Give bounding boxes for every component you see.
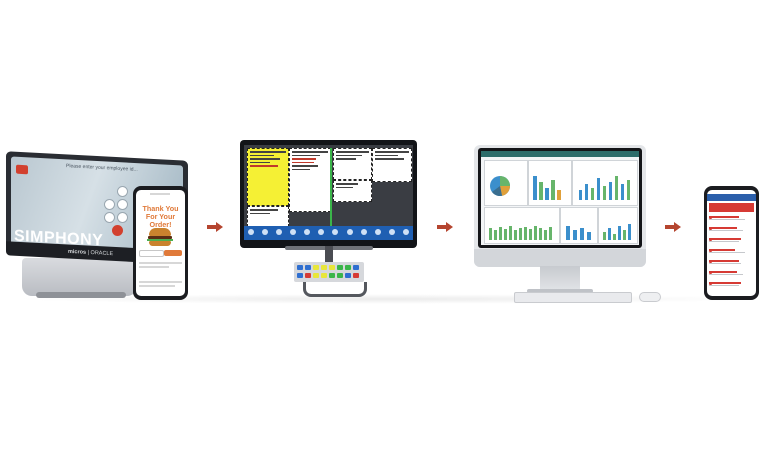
arrow-right-icon (665, 222, 681, 232)
bump-bar-stand (303, 282, 367, 297)
phone-status-bar (150, 193, 170, 195)
keypad-button[interactable] (104, 212, 115, 223)
order-ticket[interactable] (247, 206, 289, 227)
kds-toolbar-buttons (248, 229, 409, 237)
bump-key[interactable] (345, 273, 351, 278)
phone-text-input[interactable] (139, 250, 164, 257)
kds-toolbar (244, 226, 413, 240)
bump-key[interactable] (297, 265, 303, 270)
pie-chart-icon (490, 176, 510, 197)
floor-shadow (10, 294, 760, 304)
alert-row[interactable] (709, 215, 754, 224)
toolbar-button[interactable] (332, 229, 339, 235)
bump-key[interactable] (313, 273, 319, 278)
bump-key[interactable] (337, 265, 343, 270)
toolbar-button[interactable] (360, 229, 367, 235)
toolbar-button[interactable] (290, 229, 297, 235)
alert-row[interactable] (709, 237, 754, 246)
bump-key[interactable] (305, 273, 311, 278)
keypad-clear-button[interactable] (112, 225, 123, 236)
monitor-chin (474, 249, 646, 267)
mouse[interactable] (639, 292, 661, 302)
order-ticket[interactable] (289, 148, 331, 212)
toolbar-button[interactable] (248, 229, 254, 235)
alert-row[interactable] (709, 270, 754, 279)
bump-key[interactable] (321, 273, 327, 278)
keyboard[interactable] (514, 292, 632, 303)
toolbar-button[interactable] (402, 229, 409, 235)
phone-text-line (139, 285, 175, 287)
bar-chart-icon (566, 226, 591, 240)
arrow-right-icon (437, 222, 453, 232)
toolbar-button[interactable] (388, 229, 395, 235)
maker-secondary: ORACLE (90, 249, 114, 258)
keypad-button[interactable] (117, 186, 128, 197)
phone-text-line (139, 262, 182, 264)
pos-stand (22, 258, 137, 296)
bump-key[interactable] (353, 265, 359, 270)
thank-you-heading: Thank You For Your Order! (142, 204, 179, 229)
bar-chart-icon (489, 226, 552, 240)
bump-key[interactable] (345, 265, 351, 270)
phone-text-line (139, 266, 169, 268)
toolbar-button[interactable] (346, 229, 353, 235)
phone-app-header (707, 194, 756, 201)
bump-key[interactable] (297, 273, 303, 278)
toolbar-button[interactable] (374, 229, 381, 235)
kds-mount (325, 246, 333, 264)
bump-key[interactable] (337, 273, 343, 278)
keypad-button[interactable] (117, 199, 128, 210)
dashboard-topbar (481, 151, 639, 157)
bump-key[interactable] (353, 273, 359, 278)
toolbar-button[interactable] (262, 229, 269, 235)
bump-key[interactable] (305, 265, 311, 270)
phone-action-button[interactable] (164, 250, 182, 256)
keypad-button[interactable] (117, 212, 128, 223)
arrow-right-icon (207, 222, 223, 232)
order-ticket[interactable] (372, 148, 412, 182)
maker-primary: micros (68, 248, 87, 256)
toolbar-button[interactable] (276, 229, 283, 235)
bump-key[interactable] (329, 265, 335, 270)
alert-row[interactable] (709, 281, 754, 290)
alert-row[interactable] (709, 259, 754, 268)
bar-chart-icon (579, 176, 630, 200)
bump-bar-keys (297, 265, 361, 279)
order-ticket[interactable] (333, 180, 372, 202)
order-ticket[interactable] (247, 148, 289, 206)
bump-key[interactable] (329, 273, 335, 278)
bar-chart-icon (603, 224, 631, 240)
toolbar-button[interactable] (304, 229, 311, 235)
toolbar-button[interactable] (318, 229, 325, 235)
pos-logo-badge (16, 164, 28, 175)
monitor-stand (540, 266, 580, 290)
monitor-stand-foot (527, 289, 593, 293)
alert-row[interactable] (709, 226, 754, 235)
alert-row[interactable] (709, 248, 754, 257)
bump-key[interactable] (313, 265, 319, 270)
order-ticket[interactable] (333, 148, 372, 180)
keypad-button[interactable] (104, 199, 115, 210)
pos-stand-foot (36, 292, 126, 298)
phone-text-line (139, 281, 182, 283)
bump-key[interactable] (321, 265, 327, 270)
kds-divider (330, 148, 332, 226)
bar-chart-icon (533, 176, 561, 200)
alert-banner[interactable] (709, 203, 754, 212)
